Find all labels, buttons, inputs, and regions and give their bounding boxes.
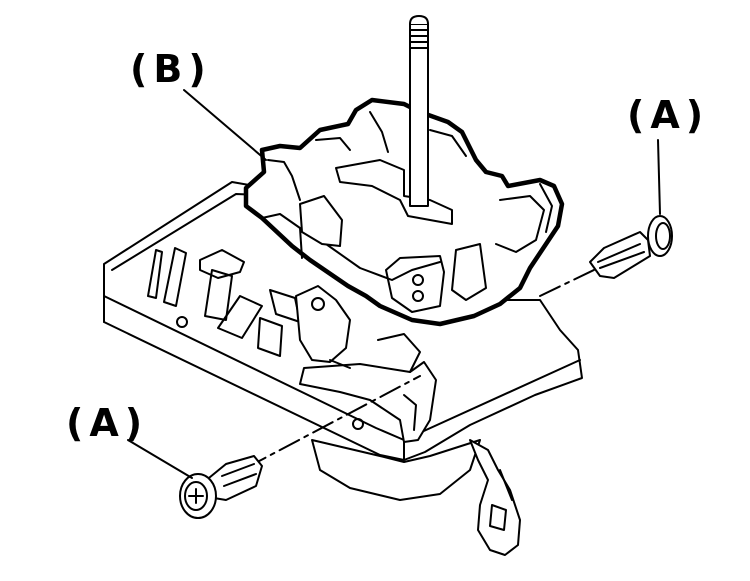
shift-mechanism bbox=[295, 285, 437, 443]
leader-line-b bbox=[183, 89, 267, 161]
alignment-line-left bbox=[245, 375, 421, 469]
callout-label-b: (B) bbox=[130, 47, 212, 91]
shift-lever-rod bbox=[409, 15, 429, 207]
lower-housing bbox=[311, 439, 521, 556]
clip-a-left bbox=[179, 455, 263, 519]
callout-label-a-right: (A) bbox=[627, 93, 710, 137]
callout-label-a-left: (A) bbox=[66, 401, 149, 445]
alignment-line-right bbox=[539, 267, 599, 297]
leader-line-a-left bbox=[127, 439, 193, 479]
leader-line-a-right bbox=[657, 139, 661, 215]
console-unit-b bbox=[243, 97, 565, 327]
clip-a-right bbox=[589, 215, 673, 279]
